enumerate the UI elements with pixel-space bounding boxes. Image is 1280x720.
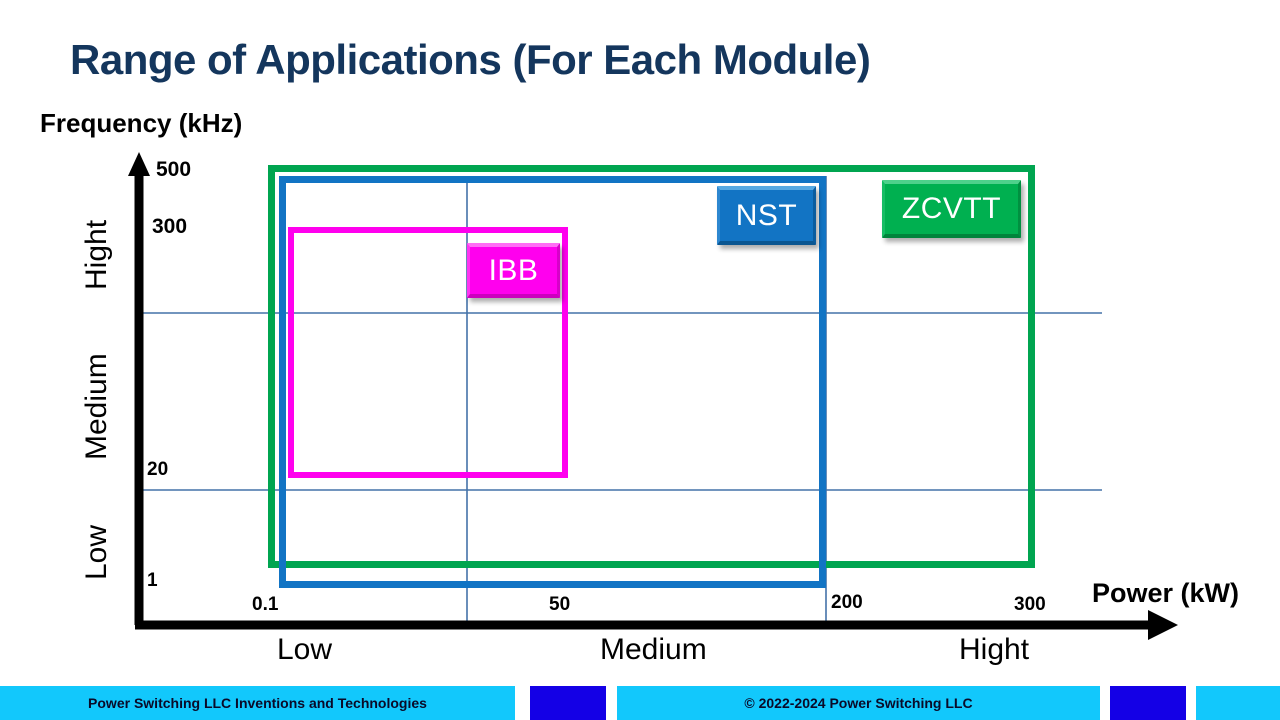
footer-bar: Power Switching LLC Inventions and Techn…: [0, 686, 1280, 720]
y-tick-500: 500: [156, 158, 192, 181]
footer-separator-right: [1110, 686, 1186, 720]
chart-plot-area: 500 300 20 1 0.1 50 200 300 Hight Medium…: [80, 152, 1178, 666]
y-axis-arrowhead: [128, 152, 150, 176]
x-tick-200: 200: [831, 592, 863, 613]
x-tick-50: 50: [549, 594, 571, 615]
badge-zcvtt[interactable]: ZCVTT: [882, 180, 1021, 238]
y-tick-1: 1: [147, 570, 158, 591]
badge-nst[interactable]: NST: [717, 186, 816, 245]
x-band-label-medium: Medium: [600, 633, 707, 666]
x-axis-title: Power (kW): [1092, 578, 1240, 608]
y-tick-300: 300: [152, 215, 188, 238]
y-tick-20: 20: [147, 459, 169, 480]
region-rect-ibb[interactable]: [288, 227, 568, 478]
y-band-label-medium: Medium: [80, 353, 113, 460]
x-tick-300: 300: [1014, 594, 1046, 615]
badge-ibb[interactable]: IBB: [467, 243, 560, 298]
region-rect-zcvtt[interactable]: [268, 165, 1035, 568]
x-band-label-low: Low: [277, 633, 333, 666]
y-axis-title: Frequency (kHz): [40, 108, 243, 138]
region-rect-nst[interactable]: [279, 176, 826, 588]
x-tick-0-1: 0.1: [252, 594, 279, 615]
footer-right-block: [1196, 686, 1280, 720]
footer-separator-left: [530, 686, 606, 720]
y-band-label-hight: Hight: [80, 219, 113, 290]
footer-left-text: Power Switching LLC Inventions and Techn…: [0, 686, 515, 720]
y-band-label-low: Low: [80, 524, 113, 580]
x-axis-arrowhead: [1148, 610, 1178, 640]
footer-center-text: © 2022-2024 Power Switching LLC: [617, 686, 1100, 720]
x-band-label-hight: Hight: [959, 633, 1030, 666]
page-title: Range of Applications (For Each Module): [70, 36, 871, 83]
